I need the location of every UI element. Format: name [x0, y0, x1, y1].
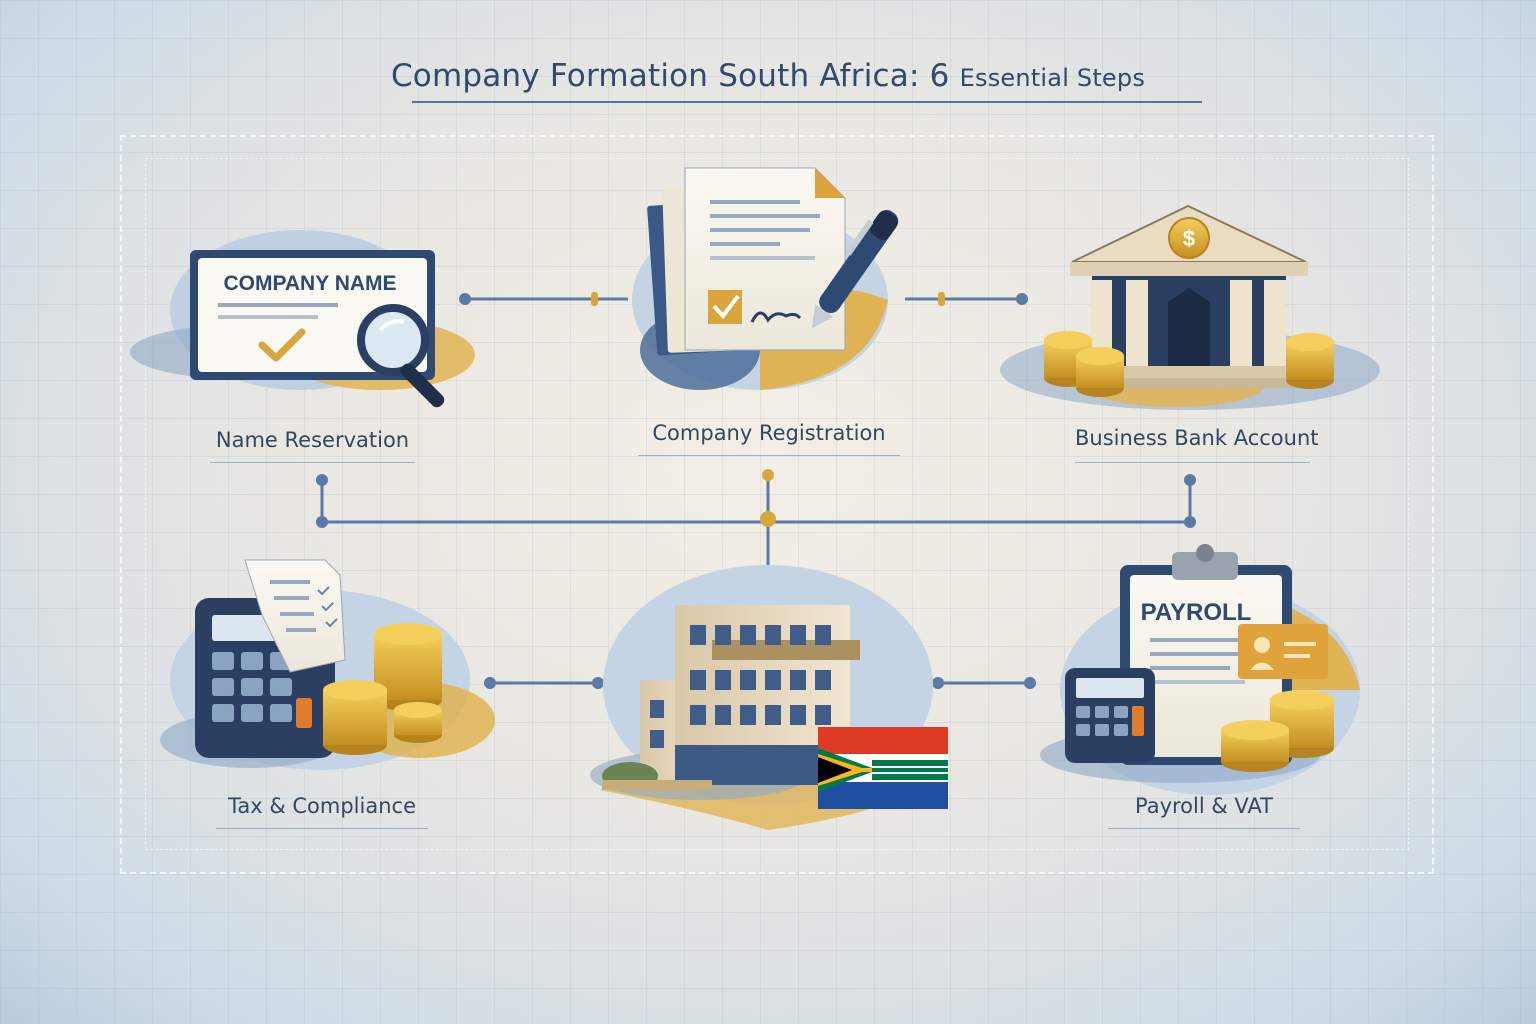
- payroll-card-text: PAYROLL: [1141, 599, 1252, 626]
- dashed-frame-inner: [145, 158, 1409, 850]
- step-label-name-reservation: Name Reservation: [215, 428, 410, 452]
- dashed-frame: [120, 135, 1434, 874]
- title-underline: [412, 101, 1202, 103]
- document-pen-icon: [632, 167, 899, 390]
- south-africa-flag-icon: [818, 727, 948, 809]
- payroll-clipboard-icon: PAYROLL: [1040, 544, 1360, 795]
- title-lead: Company Formation South Africa: 6: [390, 58, 950, 94]
- company-name-card-text: COMPANY NAME: [223, 272, 396, 295]
- name-card-magnifier-icon: COMPANY NAME: [130, 230, 475, 408]
- coin-stack-icon: [1044, 331, 1334, 397]
- step-label-company-registration: Company Registration: [652, 421, 886, 445]
- step-label-tax-compliance: Tax & Compliance: [228, 794, 416, 818]
- step-label-business-bank-account: Business Bank Account: [1075, 426, 1319, 450]
- dollar-sign: $: [1183, 226, 1195, 251]
- calculator-receipt-coins-icon: [160, 559, 495, 770]
- step-label-payroll-vat: Payroll & VAT: [1134, 794, 1274, 818]
- title-tail: Essential Steps: [959, 64, 1146, 92]
- office-building-flag-icon: [590, 565, 948, 830]
- connectors: [320, 297, 1192, 685]
- page-title: Company Formation South Africa: 6 Essent…: [0, 58, 1536, 94]
